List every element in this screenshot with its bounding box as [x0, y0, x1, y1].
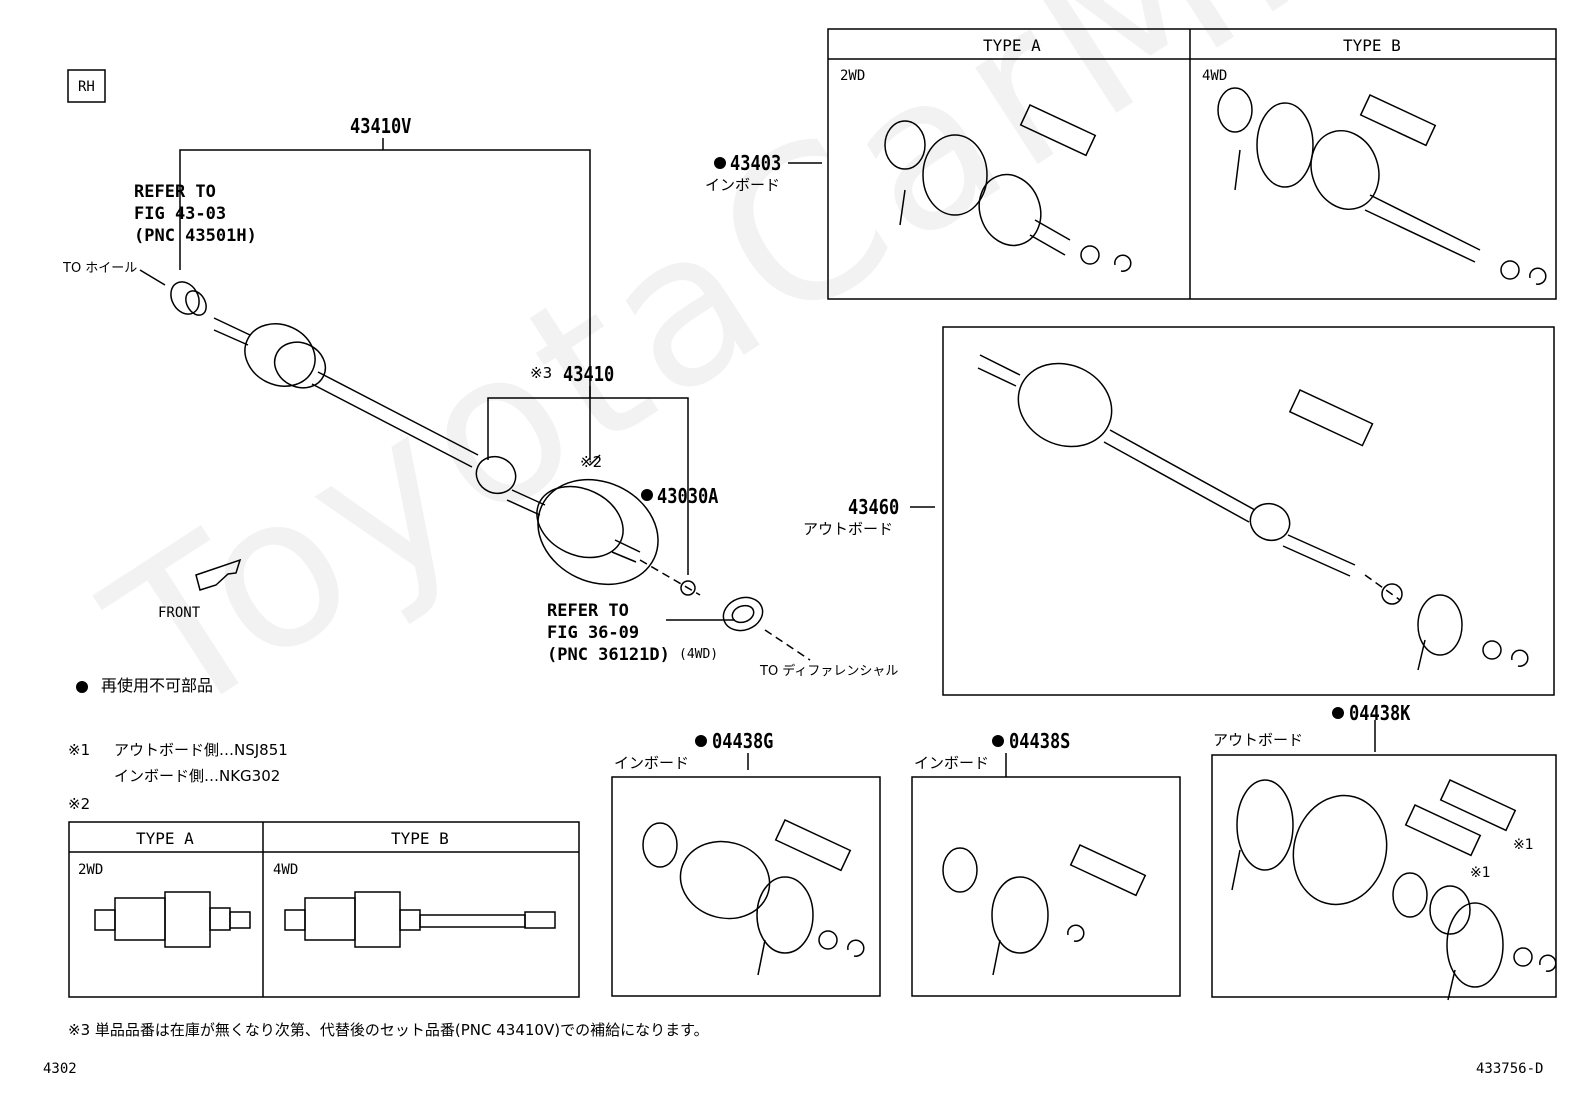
legend-note1-line1: アウトボード側…NSJ851 [114, 741, 288, 759]
box-04438g [611, 776, 881, 997]
kit-04438g-parts [642, 819, 865, 976]
part-04438s-inboard: インボード [914, 754, 990, 772]
footer-figure-number: 4302 [43, 1061, 77, 1077]
k-note1-marker-b: ※1 [1470, 865, 1491, 881]
upper-type-b-sub: 4WD [1202, 68, 1228, 84]
to-wheel-label: TO ホイール [63, 261, 138, 276]
upper-type-a-sub: 2WD [840, 68, 866, 84]
box-43460 [942, 326, 1555, 696]
legend-note2-mark: ※2 [68, 795, 91, 813]
part-43460-outboard: アウトボード [803, 520, 894, 538]
part-43403-inboard: インボード [705, 176, 781, 194]
type-b-inboard-parts [1217, 87, 1547, 285]
type-b-4wd-shaft [284, 891, 556, 948]
upper-type-b-header: TYPE B [1343, 36, 1401, 55]
lower-type-b-sub: 4WD [273, 862, 299, 878]
k-note1-marker-a: ※1 [1513, 837, 1534, 853]
bullet-04438s-icon [992, 735, 1004, 747]
bullet-43403-icon [714, 157, 726, 169]
drive-shaft-assembly [170, 281, 811, 661]
bullet-43030a-icon [641, 489, 653, 501]
front-label: FRONT [158, 605, 201, 621]
lower-type-b-header: TYPE B [391, 829, 449, 848]
part-04438g-inboard: インボード [614, 754, 690, 772]
refer2-4wd-suffix: (4WD) [679, 647, 719, 662]
box-04438s [911, 776, 1181, 997]
bracket-43410v [179, 149, 591, 460]
type-table-lower [68, 821, 580, 998]
front-arrow-icon [195, 558, 242, 591]
bullet-04438k-icon [1332, 707, 1344, 719]
to-differential-label: TO ディファレンシャル [760, 664, 899, 679]
part-04438k-outboard: アウトボード [1213, 731, 1304, 749]
box-04438k [1211, 754, 1557, 998]
part-number-43460[interactable]: 43460 [848, 495, 900, 519]
part-number-43410v[interactable]: 43410V [350, 114, 412, 138]
legend-non-reusable: 再使用不可部品 [101, 676, 214, 695]
non-reusable-bullet-icon [76, 681, 88, 693]
rh-box [67, 69, 106, 103]
refer-fig-43-03[interactable]: REFER TO FIG 43-03 (PNC 43501H) [134, 182, 257, 246]
legend-note1-line2: インボード側…NKG302 [114, 767, 281, 785]
part-number-04438k[interactable]: 04438K [1349, 701, 1411, 725]
bracket-43410 [487, 397, 689, 575]
legend-note3: ※3 単品品番は在庫が無くなり次第、代替後のセット品番(PNC 43410V)で… [68, 1021, 709, 1039]
note3-marker: ※3 [530, 364, 553, 382]
outboard-shaft-parts [977, 354, 1529, 671]
upper-type-a-header: TYPE A [983, 36, 1041, 55]
leader-note2 [589, 454, 601, 466]
part-number-43030a[interactable]: 43030A [657, 484, 719, 508]
part-number-43403[interactable]: 43403 [730, 151, 782, 175]
kit-04438s-parts [942, 844, 1147, 976]
type-table-upper [827, 28, 1557, 300]
legend-note1-mark: ※1 [68, 741, 91, 759]
diagram-title: RH [78, 79, 95, 95]
refer-fig-36-09[interactable]: REFER TO FIG 36-09 (PNC 36121D) [547, 601, 670, 665]
type-a-2wd-shaft [94, 891, 251, 948]
type-a-inboard-parts [884, 104, 1132, 272]
bullet-04438g-icon [695, 735, 707, 747]
leader-to-wheel [139, 269, 166, 286]
part-number-04438g[interactable]: 04438G [712, 729, 774, 753]
lower-type-a-header: TYPE A [136, 829, 194, 848]
part-number-43410[interactable]: 43410 [563, 362, 615, 386]
lower-type-a-sub: 2WD [78, 862, 104, 878]
note2-marker: ※2 [580, 453, 603, 471]
footer-drawing-id: 433756-D [1476, 1061, 1544, 1077]
part-number-04438s[interactable]: 04438S [1009, 729, 1071, 753]
kit-04438k-parts [1231, 779, 1557, 1001]
